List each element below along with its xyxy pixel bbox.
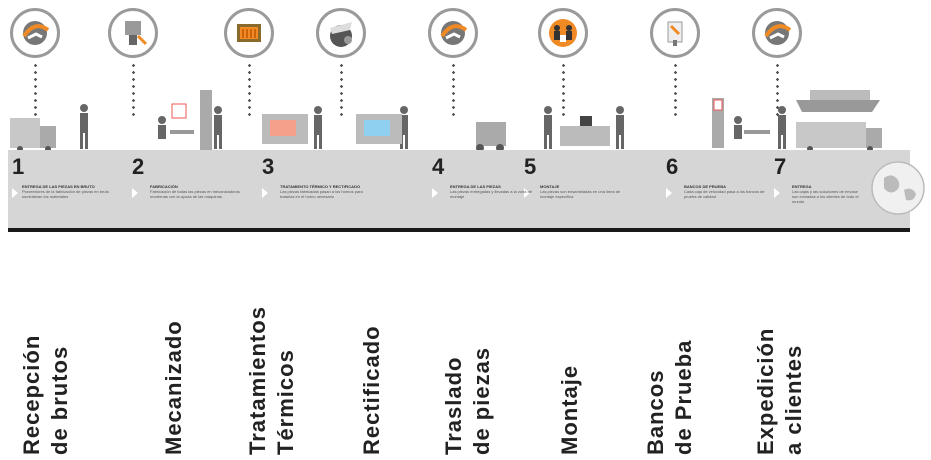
chevron-right-icon	[432, 188, 438, 198]
stage-label-montaje: Montaje	[557, 364, 582, 455]
globe-icon	[10, 8, 60, 58]
connector-dots	[452, 62, 455, 120]
connector-dots	[132, 62, 135, 120]
chevron-right-icon	[12, 188, 18, 198]
step-number: 7	[774, 154, 787, 179]
step-number: 3	[262, 154, 275, 179]
connector-dots	[34, 62, 37, 120]
step-number: 2	[132, 154, 145, 179]
baseline-rule	[8, 228, 910, 232]
workers-icon	[538, 8, 588, 58]
chevron-right-icon	[524, 188, 530, 198]
stage-label-rectificado: Rectificado	[359, 325, 384, 455]
step-number: 5	[524, 154, 537, 179]
globe-icon	[752, 8, 802, 58]
oven-icon	[224, 8, 274, 58]
gauge-icon	[650, 8, 700, 58]
step-number: 1	[12, 154, 25, 179]
chevron-right-icon	[666, 188, 672, 198]
step-number: 6	[666, 154, 679, 179]
process-band	[8, 150, 910, 228]
connector-dots	[776, 62, 779, 120]
connector-dots	[674, 62, 677, 120]
chevron-right-icon	[774, 188, 780, 198]
connector-dots	[562, 62, 565, 120]
factory-scene-illustration	[10, 90, 882, 152]
connector-dots	[248, 62, 251, 120]
world-globe-icon	[871, 161, 925, 215]
machine-arm-icon	[108, 8, 158, 58]
connector-dots	[340, 62, 343, 120]
globe-icon	[428, 8, 478, 58]
chevron-right-icon	[262, 188, 268, 198]
step-number: 4	[432, 154, 445, 179]
grinder-icon	[316, 8, 366, 58]
stage-label-mecanizado: Mecanizado	[161, 320, 186, 455]
chevron-right-icon	[132, 188, 138, 198]
